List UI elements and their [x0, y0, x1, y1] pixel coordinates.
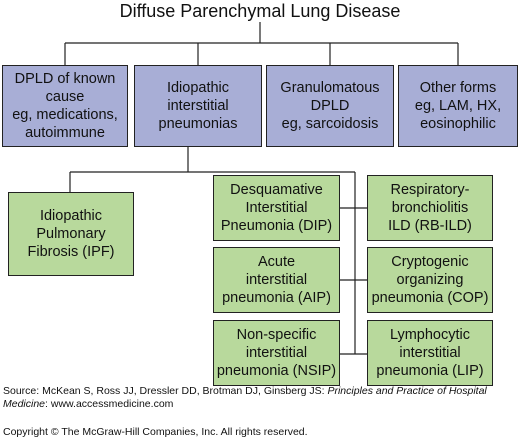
node-label: Non-specific interstitial pneumonia (NSI…: [216, 327, 337, 379]
node-label: Other forms eg, LAM, HX, eosinophilic: [414, 80, 502, 132]
node-cop: Cryptogenic organizing pneumonia (COP): [367, 247, 493, 313]
node-label: Granulomatous DPLD eg, sarcoidosis: [280, 80, 380, 132]
node-label: Idiopathic interstitial pneumonias: [158, 80, 238, 132]
node-lip: Lymphocytic interstitial pneumonia (LIP): [367, 320, 493, 386]
node-granulomatous-dpld: Granulomatous DPLD eg, sarcoidosis: [266, 65, 394, 147]
source-suffix: : www.accessmedicine.com: [45, 398, 174, 410]
node-label: Lymphocytic interstitial pneumonia (LIP): [376, 327, 484, 379]
node-label: Respiratory- bronchiolitis ILD (RB-ILD): [388, 182, 472, 234]
node-dpld-known-cause: DPLD of known cause eg, medications, aut…: [2, 65, 128, 147]
node-aip: Acute interstitial pneumonia (AIP): [213, 247, 340, 313]
source-citation: Source: McKean S, Ross JJ, Dressler DD, …: [3, 385, 518, 411]
source-prefix: Source: McKean S, Ross JJ, Dressler DD, …: [3, 385, 328, 397]
node-label: Cryptogenic organizing pneumonia (COP): [371, 254, 489, 306]
node-rb-ild: Respiratory- bronchiolitis ILD (RB-ILD): [367, 175, 493, 241]
node-idiopathic-interstitial-pneumonias: Idiopathic interstitial pneumonias: [134, 65, 262, 147]
node-label: Acute interstitial pneumonia (AIP): [222, 254, 331, 306]
node-dip: Desquamative Interstitial Pneumonia (DIP…: [213, 175, 340, 241]
node-other-forms: Other forms eg, LAM, HX, eosinophilic: [398, 65, 518, 147]
node-label: Desquamative Interstitial Pneumonia (DIP…: [220, 182, 333, 234]
diagram-title: Diffuse Parenchymal Lung Disease: [119, 1, 401, 21]
copyright-notice: Copyright © The McGraw-Hill Companies, I…: [3, 426, 308, 438]
node-ipf: Idiopathic Pulmonary Fibrosis (IPF): [8, 192, 134, 276]
node-nsip: Non-specific interstitial pneumonia (NSI…: [213, 320, 340, 386]
node-label: DPLD of known cause eg, medications, aut…: [12, 71, 118, 141]
node-label: Idiopathic Pulmonary Fibrosis (IPF): [27, 208, 115, 260]
source-title: Principles and Practice of Hospital Medi…: [3, 385, 487, 410]
